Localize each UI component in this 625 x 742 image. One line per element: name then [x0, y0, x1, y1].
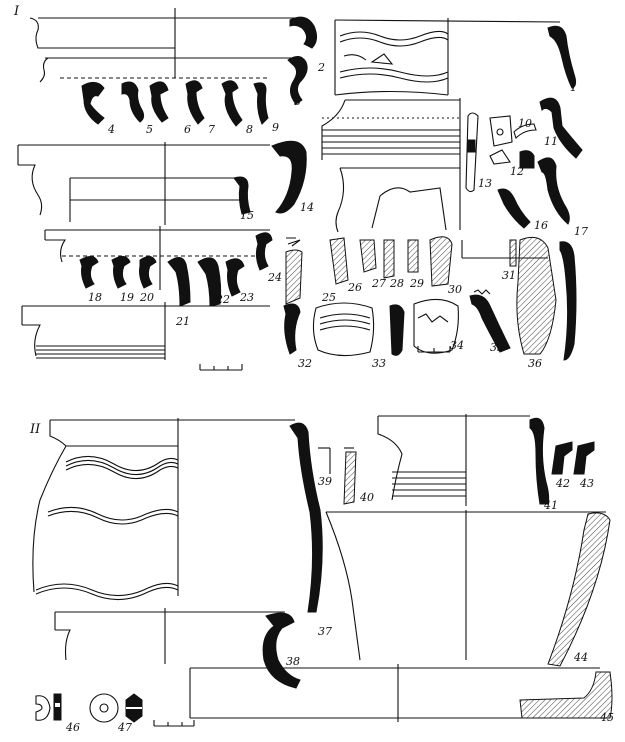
fig-number-1: 1 [570, 81, 577, 94]
fig-number-20: 20 [140, 291, 154, 304]
vessel-32-outline [21, 302, 301, 360]
sherds-39-40 [318, 447, 357, 505]
fig-number-33: 33 [372, 357, 386, 370]
sherd-3 [287, 16, 318, 105]
decorated-sherds-25-31 [285, 236, 557, 355]
fig-number-2: 2 [318, 61, 325, 74]
sherd-36-profile [559, 241, 577, 361]
fig-number-31: 31 [502, 269, 516, 282]
fig-number-28: 28 [390, 277, 404, 290]
sherds-16-17 [497, 97, 583, 229]
vessel-38-outline [54, 608, 301, 689]
fig-number-11: 11 [544, 135, 558, 148]
fig-number-7: 7 [208, 123, 215, 136]
rim-sherds-4-9 [81, 80, 269, 127]
fig-number-41: 41 [544, 499, 558, 512]
fig-number-3: 3 [294, 95, 301, 108]
vessel-41-outline [377, 414, 595, 506]
scale-bar-I [199, 346, 451, 371]
pin-13 [465, 112, 479, 193]
section-label-I: I [14, 4, 20, 19]
fig-number-34: 34 [450, 339, 464, 352]
fig-number-14: 14 [300, 201, 314, 214]
fig-number-9: 9 [272, 121, 279, 134]
fig-number-25: 25 [322, 291, 336, 304]
vessel-14-outline [17, 140, 307, 225]
sherds-33-35 [312, 289, 511, 357]
objects-46-47 [35, 693, 143, 723]
vessel-18-24-outline [44, 226, 273, 307]
section-label-II: II [30, 422, 41, 437]
fig-number-35: 35 [490, 341, 504, 354]
fig-number-29: 29 [410, 277, 424, 290]
fig-number-32: 32 [298, 357, 312, 370]
fig-number-17: 17 [574, 225, 588, 238]
fig-number-36: 36 [528, 357, 542, 370]
fig-number-8: 8 [246, 123, 253, 136]
fig-number-39: 39 [318, 475, 332, 488]
fig-number-46: 46 [66, 721, 80, 734]
fig-number-40: 40 [360, 491, 374, 504]
fig-number-47: 47 [118, 721, 132, 734]
fig-number-22: 22 [216, 293, 230, 306]
fig-number-4: 4 [108, 123, 115, 136]
fig-number-24: 24 [268, 271, 282, 284]
sherd-1 [547, 25, 577, 89]
fig-number-13: 13 [478, 177, 492, 190]
vessel-upper-right-outline [321, 98, 461, 233]
fig-number-45: 45 [600, 711, 614, 724]
vessel-15-outline [69, 176, 251, 222]
fig-number-43: 43 [580, 477, 594, 490]
fig-number-6: 6 [184, 123, 191, 136]
fig-number-21: 21 [176, 315, 190, 328]
fig-number-16: 16 [534, 219, 548, 232]
vessel-44-outline [325, 510, 611, 667]
fig-number-27: 27 [372, 277, 386, 290]
fig-number-10: 10 [518, 117, 532, 130]
vessel-45-outline [189, 664, 613, 722]
fig-number-18: 18 [88, 291, 102, 304]
vessel-37-outline [32, 418, 323, 613]
vessel-3-outline [29, 8, 300, 83]
fig-number-26: 26 [348, 281, 362, 294]
fig-number-15: 15 [240, 209, 254, 222]
fig-number-12: 12 [510, 165, 524, 178]
vessel-2-outline [334, 18, 561, 96]
fig-number-5: 5 [146, 123, 153, 136]
objects-10-12 [489, 115, 537, 169]
fig-number-30: 30 [448, 283, 462, 296]
fig-number-38: 38 [286, 655, 300, 668]
fig-number-42: 42 [556, 477, 570, 490]
fig-number-37: 37 [318, 625, 332, 638]
fig-number-23: 23 [240, 291, 254, 304]
fig-number-19: 19 [120, 291, 134, 304]
fig-number-44: 44 [574, 651, 588, 664]
scale-bar-II [153, 720, 195, 727]
